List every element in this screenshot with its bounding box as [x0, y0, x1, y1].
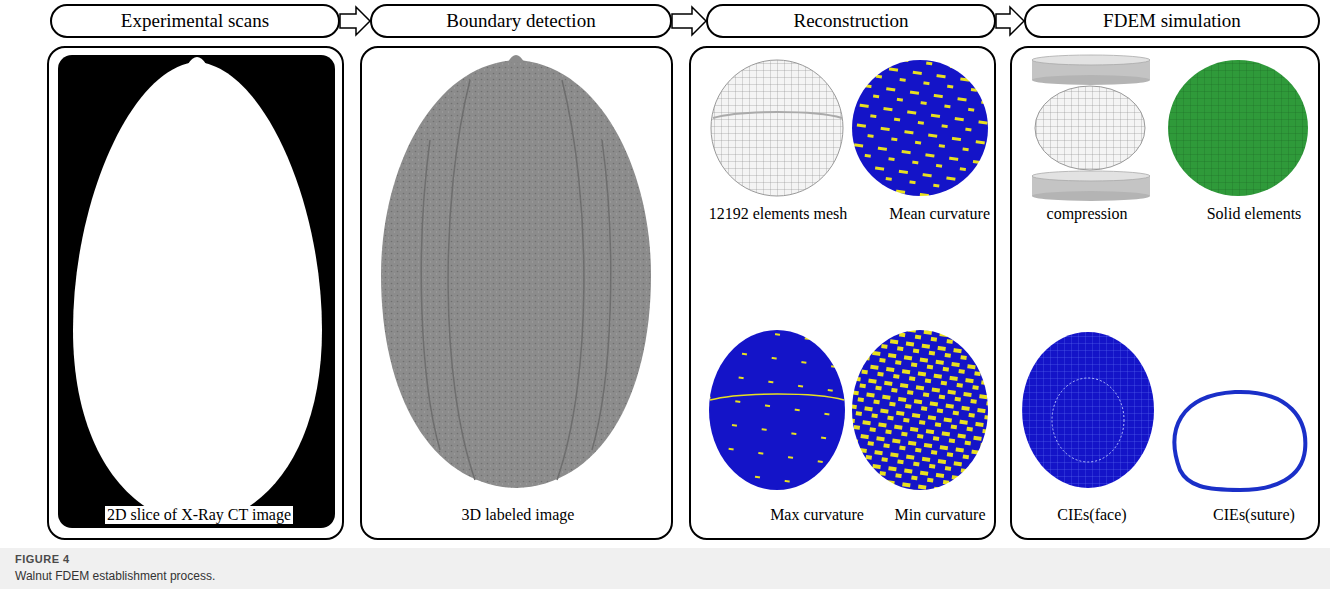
step-panel: 12192 elements mesh Mean curvatureMax cur… — [689, 46, 996, 540]
panel-label: Solid elements — [1205, 205, 1304, 223]
block-arrow — [996, 7, 1024, 35]
step-pill: Experimental scans — [50, 4, 340, 38]
step-title: Reconstruction — [793, 10, 908, 32]
block-arrow — [340, 7, 370, 35]
panel-label: CIEs(face) — [1055, 506, 1128, 524]
figure-number: FIGURE 4 — [15, 553, 70, 565]
panel-label: 12192 elements mesh — [707, 205, 850, 223]
panel-label: CIEs(suture) — [1211, 506, 1297, 524]
step-title: FDEM simulation — [1103, 10, 1241, 32]
step-title: Boundary detection — [446, 10, 595, 32]
panel-label: compression — [1045, 205, 1130, 223]
panel-label: Max curvature — [768, 506, 866, 524]
panel-label: Min curvature — [892, 506, 987, 524]
panel-label: 2D slice of X-Ray CT image — [105, 506, 293, 524]
panel-label: 3D labeled image — [460, 506, 577, 524]
figure-caption: Walnut FDEM establishment process. — [15, 569, 215, 583]
step-pill: FDEM simulation — [1024, 4, 1320, 38]
panel-label: Mean curvature — [887, 205, 992, 223]
step-pill: Boundary detection — [370, 4, 672, 38]
block-arrow — [672, 7, 706, 35]
step-pill: Reconstruction — [706, 4, 996, 38]
step-panel: 3D labeled image — [360, 46, 673, 540]
step-title: Experimental scans — [121, 10, 269, 32]
step-panel: compression Solid elementsCIEs(face) CIEs(… — [1010, 46, 1320, 540]
step-panel: 2D slice of X-Ray CT image — [47, 46, 344, 540]
